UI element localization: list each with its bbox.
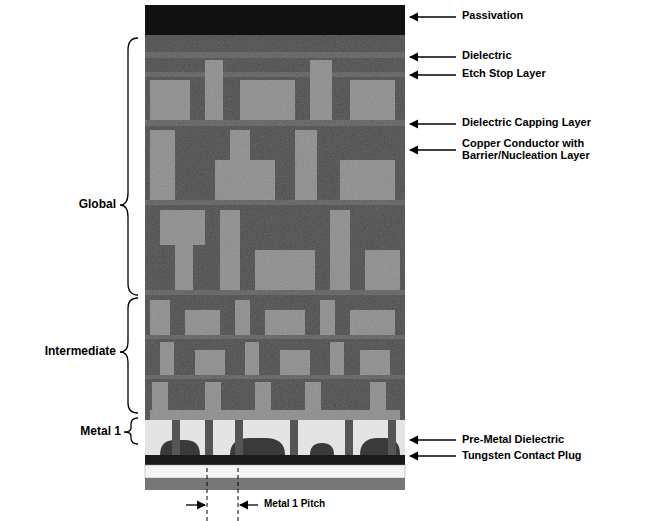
substrate-band xyxy=(145,478,405,490)
gates xyxy=(160,438,400,455)
passivation-layer xyxy=(145,5,405,35)
pre-metal-dielectric xyxy=(145,420,405,455)
tungsten-plugs xyxy=(172,420,396,455)
pitch-lines xyxy=(207,468,238,521)
layer-label: Metal 1 xyxy=(80,425,121,438)
leader-arrows xyxy=(410,17,456,456)
layer-label: Global xyxy=(79,198,116,211)
layer-label: Copper Conductor with Barrier/Nucleation… xyxy=(462,138,622,161)
brace xyxy=(120,38,138,444)
layer-label: Dielectric Capping Layer xyxy=(462,117,591,129)
substrate-band xyxy=(145,465,405,478)
dielectric-region xyxy=(145,35,405,420)
substrate-band xyxy=(145,455,405,465)
layer-label: Pre-Metal Dielectric xyxy=(462,434,564,446)
layer-label: Metal 1 Pitch xyxy=(264,499,325,510)
layer-label: Etch Stop Layer xyxy=(462,68,546,80)
layer-label: Tungsten Contact Plug xyxy=(462,450,582,462)
pitch-arrows xyxy=(186,504,258,505)
layer-label: Intermediate xyxy=(45,345,116,358)
texture xyxy=(145,35,405,420)
layer-label: Dielectric xyxy=(462,50,512,62)
layer-label: Passivation xyxy=(462,10,523,22)
